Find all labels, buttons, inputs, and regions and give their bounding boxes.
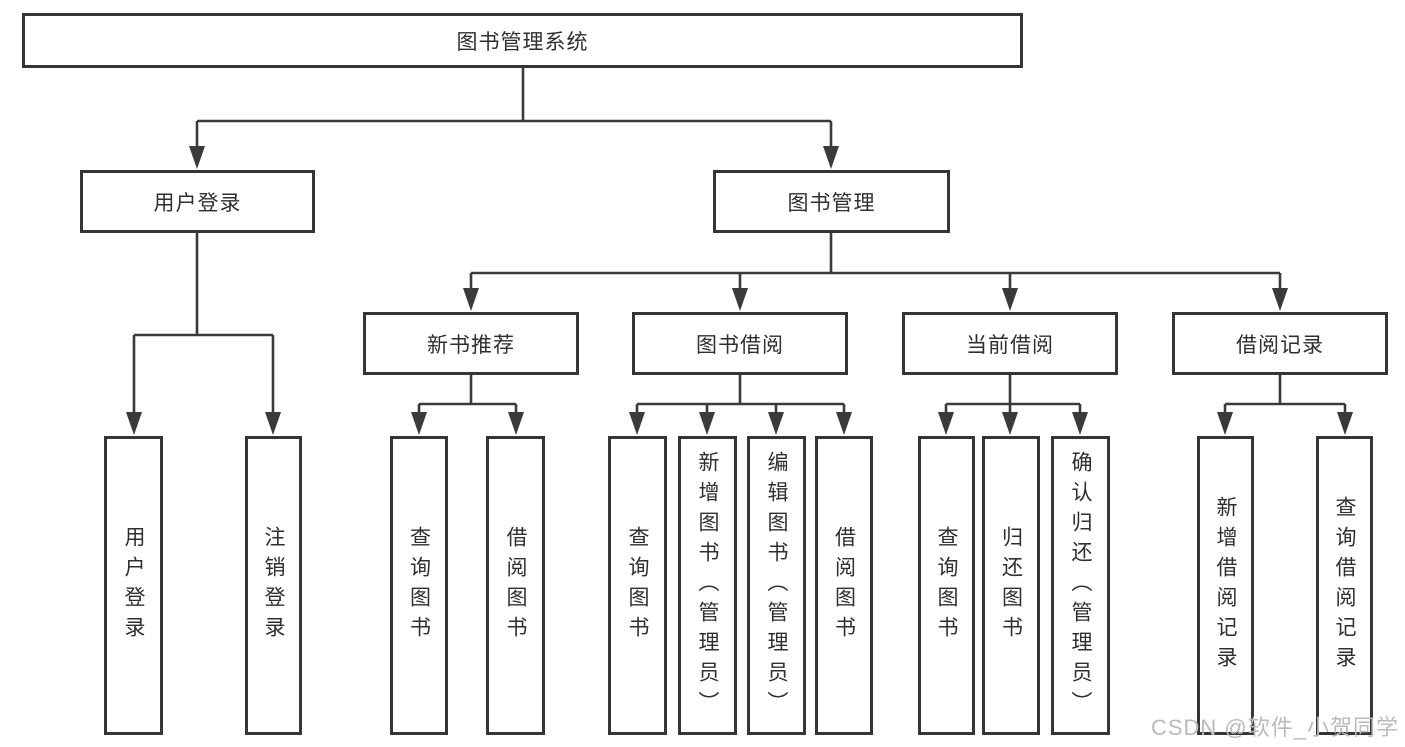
node-book-manage: 图书管理	[713, 170, 950, 233]
leaf-current-query-label: 查询图书	[935, 525, 959, 646]
leaf-records-query: 查询借阅记录	[1316, 436, 1373, 735]
leaf-logout-label: 注销登录	[262, 525, 286, 646]
node-book-manage-label: 图书管理	[787, 191, 876, 215]
node-user-login-label: 用户登录	[153, 191, 242, 215]
leaf-borrow-query-label: 查询图书	[626, 525, 650, 646]
leaf-current-confirm: 确认归还（管理员）	[1051, 436, 1110, 735]
node-current-borrow: 当前借阅	[902, 312, 1118, 375]
leaf-borrow-query: 查询图书	[608, 436, 667, 735]
node-book-borrow: 图书借阅	[632, 312, 848, 375]
node-current-borrow-label: 当前借阅	[966, 333, 1054, 357]
node-borrow-records-label: 借阅记录	[1236, 333, 1324, 357]
node-borrow-records: 借阅记录	[1172, 312, 1388, 375]
leaf-logout: 注销登录	[245, 436, 302, 735]
node-user-login: 用户登录	[80, 170, 315, 233]
leaf-records-add: 新增借阅记录	[1197, 436, 1254, 735]
leaf-borrow-add-label: 新增图书（管理员）	[696, 450, 720, 721]
leaf-user-login: 用户登录	[104, 436, 163, 735]
node-root-label: 图书管理系统	[456, 30, 589, 54]
leaf-borrow-add: 新增图书（管理员）	[678, 436, 737, 735]
leaf-current-confirm-label: 确认归还（管理员）	[1069, 450, 1093, 721]
leaf-borrow-edit: 编辑图书（管理员）	[747, 436, 806, 735]
leaf-borrow-edit-label: 编辑图书（管理员）	[765, 450, 789, 721]
leaf-borrow-borrow-label: 借阅图书	[832, 525, 856, 646]
leaf-newbooks-borrow: 借阅图书	[486, 436, 545, 735]
leaf-records-query-label: 查询借阅记录	[1333, 495, 1357, 676]
leaf-records-add-label: 新增借阅记录	[1214, 495, 1238, 676]
leaf-borrow-borrow: 借阅图书	[815, 436, 873, 735]
leaf-current-return: 归还图书	[982, 436, 1040, 735]
leaf-current-query: 查询图书	[918, 436, 975, 735]
csdn-watermark: CSDN @软件_小贺同学	[1150, 715, 1399, 740]
node-new-books-label: 新书推荐	[427, 333, 515, 357]
node-book-borrow-label: 图书借阅	[696, 333, 784, 357]
leaf-current-return-label: 归还图书	[999, 525, 1023, 646]
leaf-newbooks-query-label: 查询图书	[407, 525, 431, 646]
node-new-books: 新书推荐	[363, 312, 579, 375]
leaf-newbooks-query: 查询图书	[390, 436, 448, 735]
node-root: 图书管理系统	[22, 13, 1023, 68]
leaf-user-login-label: 用户登录	[122, 525, 146, 646]
leaf-newbooks-borrow-label: 借阅图书	[504, 525, 528, 646]
